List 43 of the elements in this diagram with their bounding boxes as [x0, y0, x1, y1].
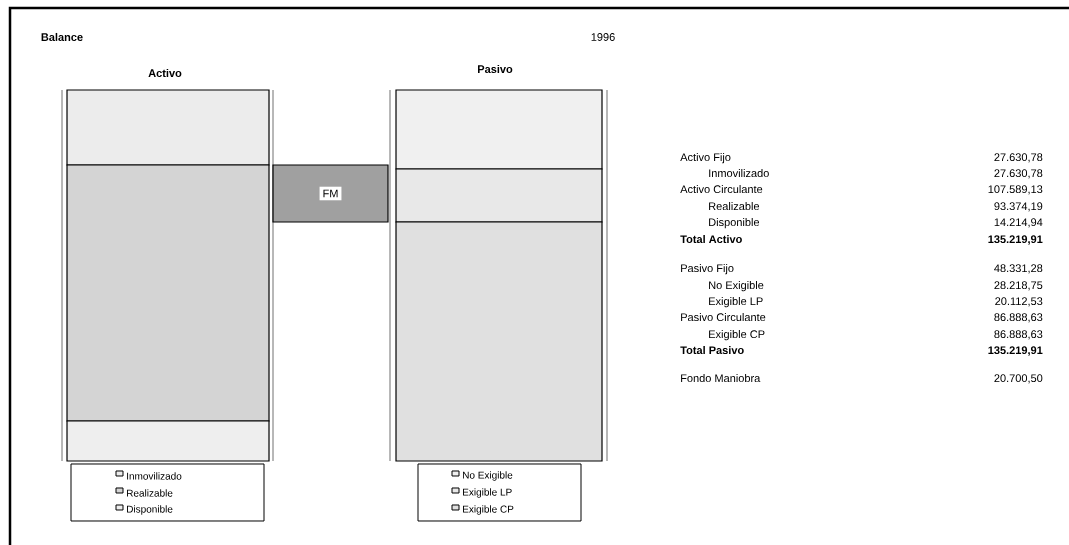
table-cell: 20.700,50 — [994, 374, 1043, 384]
table-cell: 27.630,78 — [994, 153, 1043, 163]
legend-label: Exigible LP — [463, 488, 512, 498]
legend-label: Inmovilizado — [127, 472, 182, 480]
year-label: 1996 — [591, 33, 615, 41]
table-cell: 135.219,91 — [988, 346, 1043, 356]
table-cell: 28.218,75 — [994, 281, 1043, 291]
table-cell: 93.374,19 — [994, 202, 1043, 212]
table-cell: 14.214,94 — [994, 218, 1043, 228]
table-cell: Exigible LP — [709, 297, 763, 308]
bar-segment — [66, 89, 270, 166]
table-cell: Pasivo Fijo — [681, 264, 734, 275]
legend-label: Disponible — [127, 505, 173, 515]
legend-label: No Exigible — [463, 471, 513, 481]
table-cell: Total Pasivo — [680, 346, 744, 355]
table-cell: Fondo Maniobra — [681, 374, 761, 383]
table-cell: 48.331,28 — [994, 264, 1043, 274]
legend-label: Exigible CP — [463, 505, 514, 515]
table-cell: 86.888,63 — [994, 313, 1043, 323]
table-cell: Activo Circulante — [680, 185, 763, 194]
bar-segment — [66, 420, 270, 462]
legend-label: Realizable — [127, 489, 173, 497]
column-heading: Pasivo — [478, 64, 513, 74]
table-cell: 86.888,63 — [994, 330, 1043, 340]
table-cell: Total Activo — [680, 235, 742, 244]
table-cell: Realizable — [709, 202, 760, 211]
column-heading: Activo — [148, 68, 182, 78]
table-cell: No Exigible — [709, 281, 764, 292]
table-cell: Exigible CP — [709, 330, 765, 341]
table-cell: Pasivo Circulante — [681, 313, 766, 322]
table-cell: Inmovilizado — [709, 169, 769, 178]
table-cell: 107.589,13 — [988, 185, 1043, 195]
fm-box: FM — [272, 164, 389, 223]
bar-segment — [395, 221, 603, 462]
table-cell: 135.219,91 — [988, 235, 1043, 245]
table-cell: 20.112,53 — [995, 297, 1043, 307]
bar-segment — [66, 164, 270, 422]
bar-segment — [395, 89, 603, 170]
table-cell: Activo Fijo — [680, 153, 731, 164]
title: Balance — [41, 32, 83, 42]
bar-segment — [395, 168, 603, 223]
table-cell: 27.630,78 — [994, 169, 1043, 179]
table-cell: Disponible — [709, 218, 760, 229]
